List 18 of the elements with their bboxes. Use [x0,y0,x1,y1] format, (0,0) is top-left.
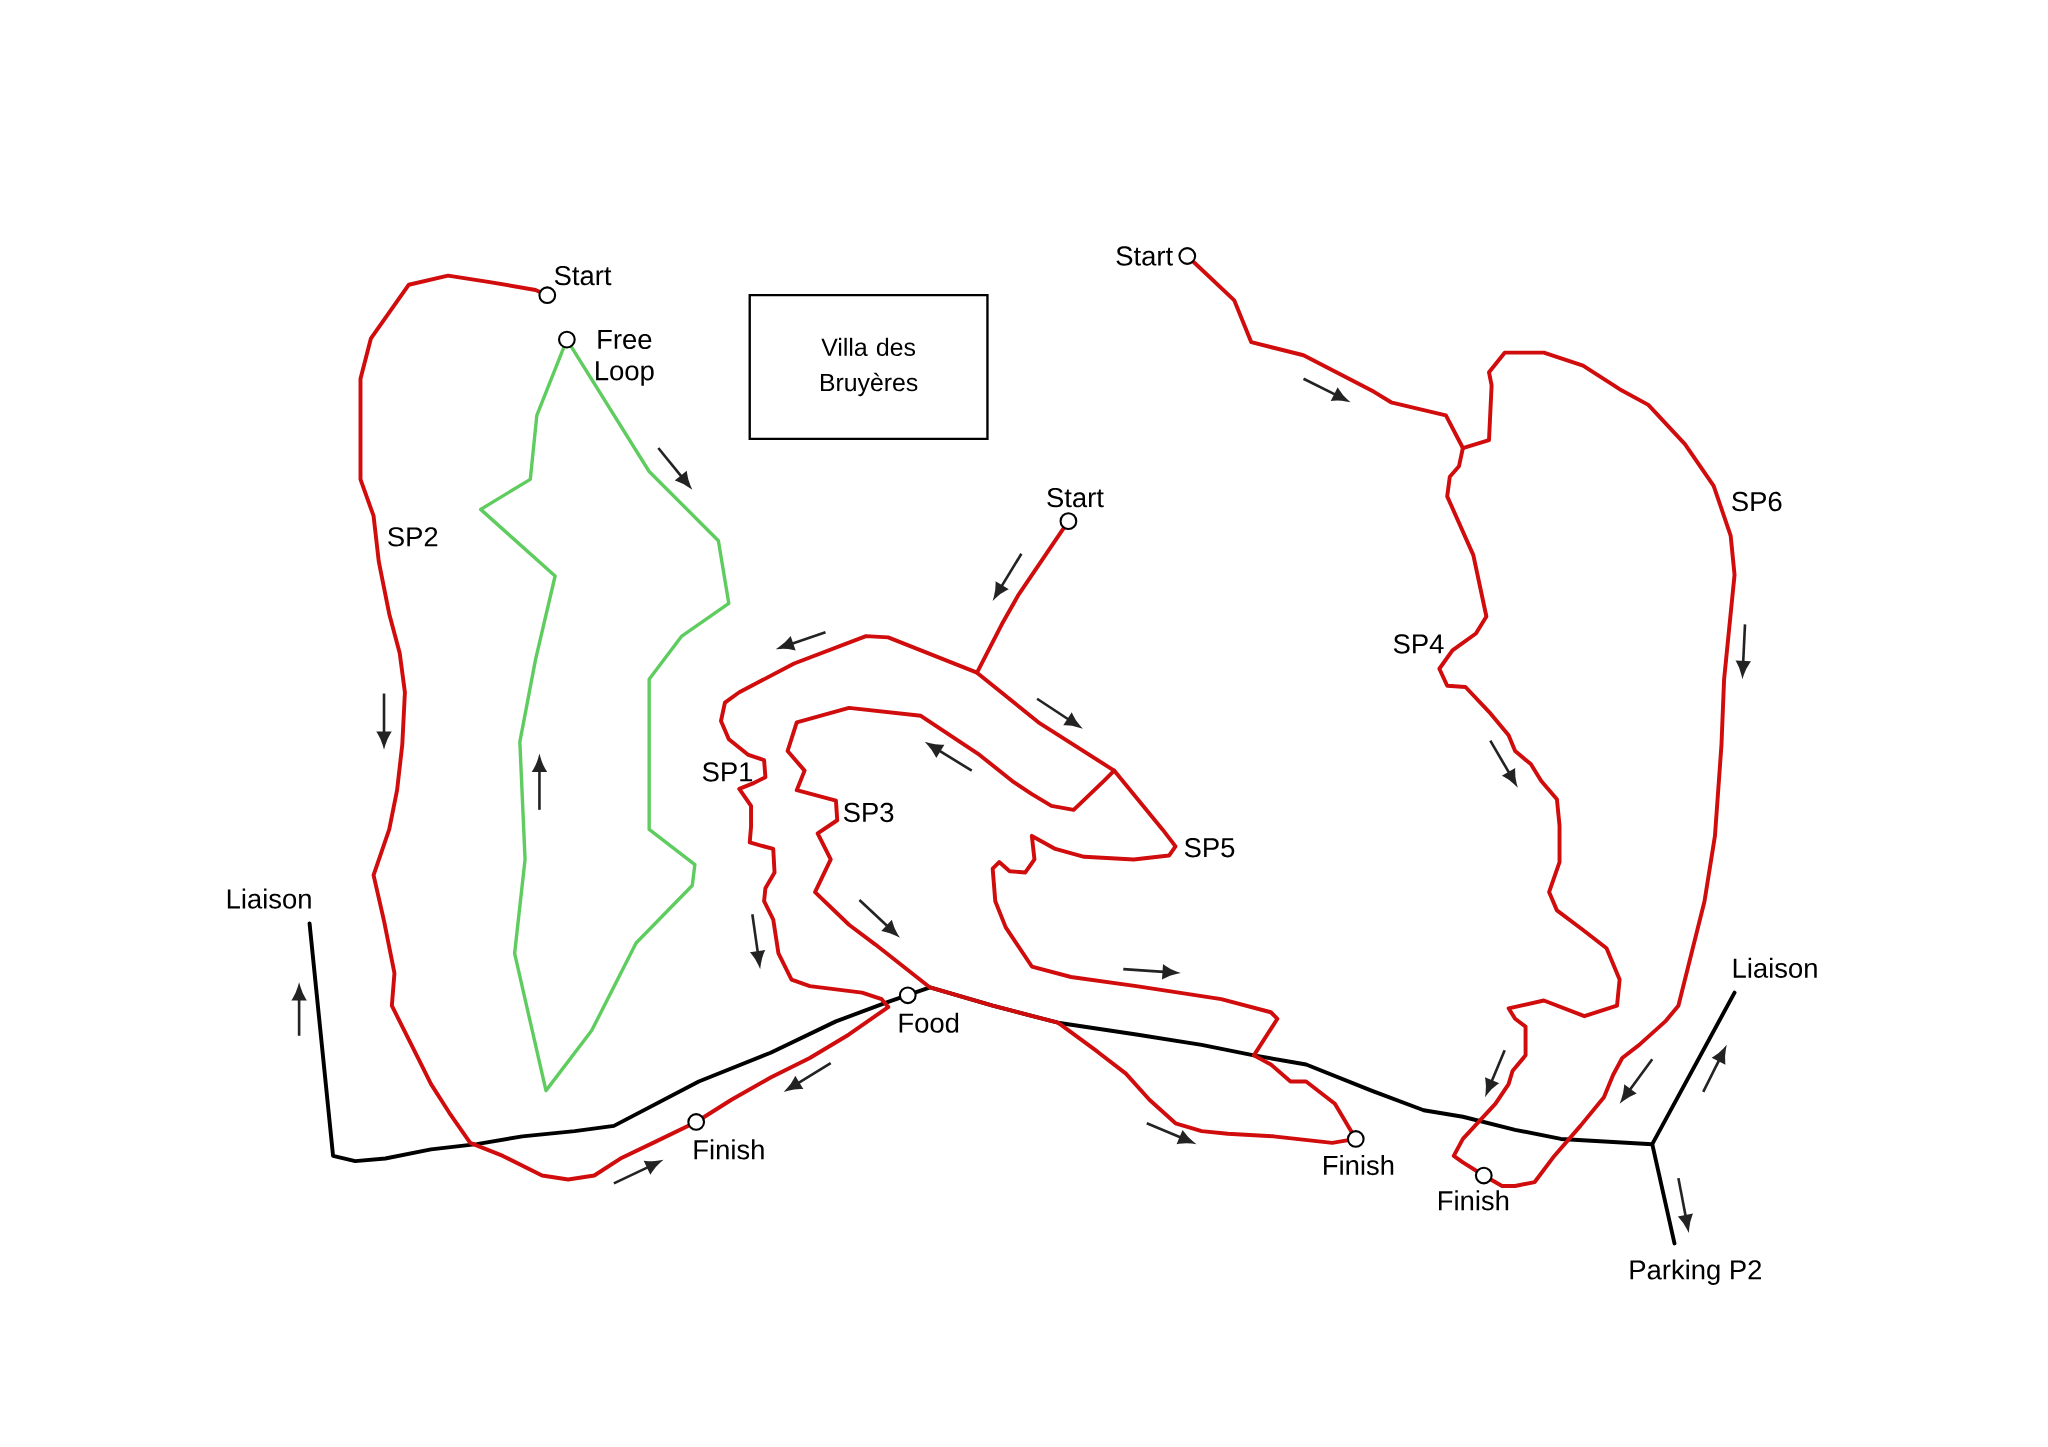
trail-label: Liaison [1733,957,1817,978]
marker-label: Start [1116,246,1173,266]
trail-label: SP2 [388,527,438,547]
trail-label: SP1 [702,762,753,782]
trail-label: Liaison [227,888,311,909]
trail-label: SP3 [843,802,894,823]
trail-label: Parking P2 [1630,1259,1761,1285]
trail-label: SP6 [1732,491,1782,512]
marker-label: Start [1047,487,1104,508]
trail-label: SP5 [1184,837,1235,858]
trail-label: SP4 [1393,634,1444,654]
marker-label: Free Loop [596,329,654,386]
building-box: Villa des Bruyères [748,293,989,440]
marker-label: Start [554,265,612,286]
marker-label: Finish [1324,1154,1394,1176]
marker-label: Finish [1439,1190,1509,1211]
marker-label: Food [899,1012,959,1033]
marker-label: Finish [694,1139,764,1160]
